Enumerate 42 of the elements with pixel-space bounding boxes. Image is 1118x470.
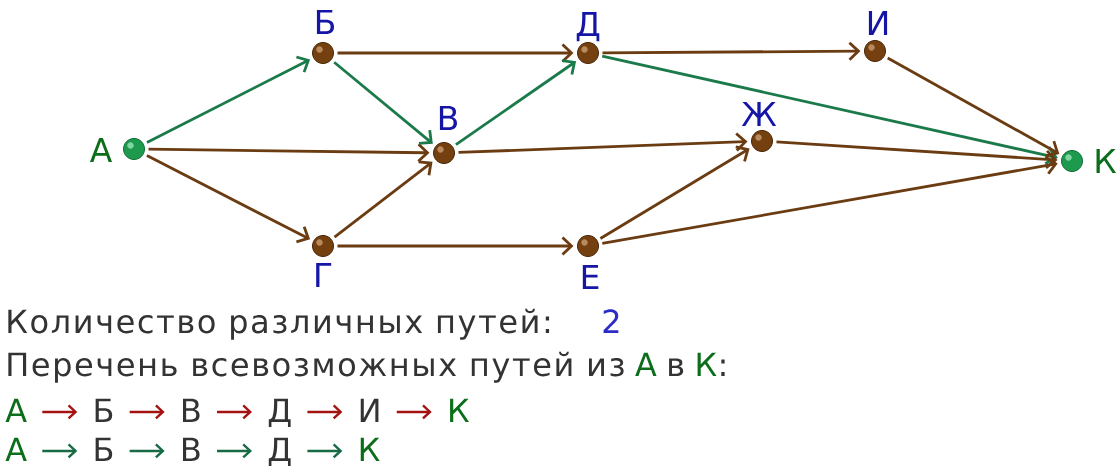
path-letter: К (450, 398, 470, 422)
arrow (455, 59, 577, 146)
path-letter: Д (268, 437, 291, 466)
point-name: К (697, 352, 717, 376)
arrow (776, 140, 1058, 169)
vertex-label: К (1096, 148, 1117, 173)
arrow (333, 61, 433, 145)
arrow (602, 41, 861, 61)
path-letter: И (360, 398, 379, 422)
vertex-label: Ж (741, 101, 777, 126)
arrow (337, 236, 574, 256)
arrow (458, 132, 748, 154)
path-letter: Б (95, 437, 113, 461)
path-letter: Б (95, 398, 113, 422)
point-name: А (635, 352, 657, 376)
vertex-label: И (868, 10, 888, 35)
vertex-label: Г (316, 262, 332, 287)
count-value: 2 (603, 309, 619, 333)
path-letter: А (5, 398, 27, 422)
arrow (148, 143, 430, 163)
path-letter: К (360, 437, 380, 461)
vertex-label: В (439, 105, 457, 130)
arrow (337, 43, 574, 63)
path-letter: А (5, 437, 27, 461)
path-letter: В (183, 437, 200, 461)
vertex-label: Б (316, 9, 334, 34)
arrow (333, 160, 433, 239)
vertex-label: Д (576, 11, 600, 42)
list-heading: : (721, 359, 725, 376)
arrow (887, 56, 1060, 158)
arrow (146, 154, 311, 244)
list-heading: в (669, 358, 684, 376)
vertex-label: Е (582, 264, 599, 289)
path-letter: Д (268, 398, 291, 427)
path-letter: В (183, 398, 200, 422)
arrow (146, 55, 311, 144)
count-text: Количество различных путей: (8, 308, 550, 340)
vertex-label: А (90, 137, 113, 162)
arrow (599, 145, 750, 240)
list-heading: Перечень всевозможных путей из (8, 351, 624, 383)
arrow (602, 155, 1058, 245)
arrow (601, 54, 1058, 165)
